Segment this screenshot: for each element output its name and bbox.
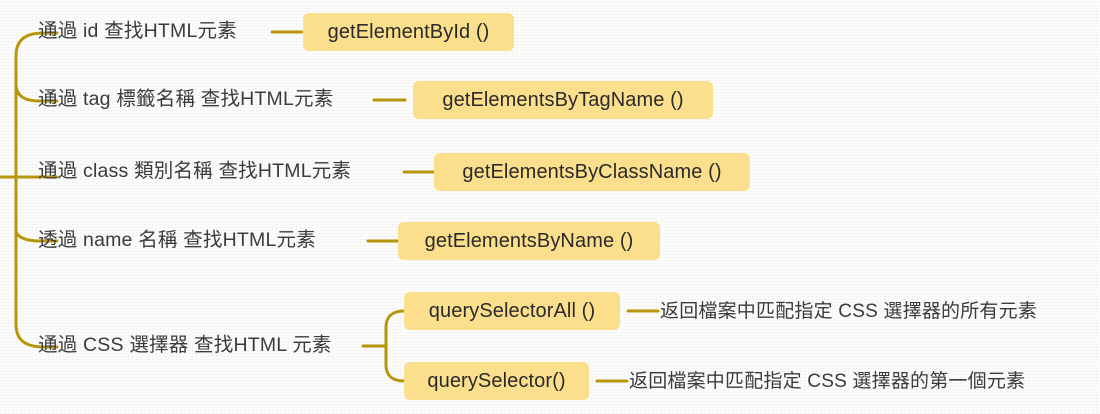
branch-label-by-tag[interactable]: 通過 tag 標籤名稱 查找HTML元素 (38, 88, 334, 110)
method-badge-query-selector[interactable]: querySelector() (404, 362, 589, 400)
method-badge-query-selector-all[interactable]: querySelectorAll () (404, 292, 620, 330)
branch-label-by-css-selector[interactable]: 通過 CSS 選擇器 查找HTML 元素 (38, 334, 332, 356)
method-badge-get-element-by-id[interactable]: getElementById () (303, 13, 514, 51)
subtrunk-lower (384, 350, 406, 383)
branch-label-by-name[interactable]: 透過 name 名稱 查找HTML元素 (38, 229, 316, 251)
description-query-selector: 返回檔案中匹配指定 CSS 選擇器的第一個元素 (629, 371, 1026, 392)
subtrunk-upper (384, 309, 406, 342)
branch-label-by-class[interactable]: 通過 class 類別名稱 查找HTML元素 (38, 160, 352, 182)
method-badge-get-elements-by-class-name[interactable]: getElementsByClassName () (434, 153, 750, 191)
method-badge-get-elements-by-tag-name[interactable]: getElementsByTagName () (413, 81, 713, 119)
method-badge-get-elements-by-name[interactable]: getElementsByName () (398, 222, 660, 260)
description-query-selector-all: 返回檔案中匹配指定 CSS 選擇器的所有元素 (660, 301, 1038, 322)
trunk-lower (14, 184, 46, 349)
branch-label-by-id[interactable]: 通過 id 查找HTML元素 (38, 20, 237, 42)
